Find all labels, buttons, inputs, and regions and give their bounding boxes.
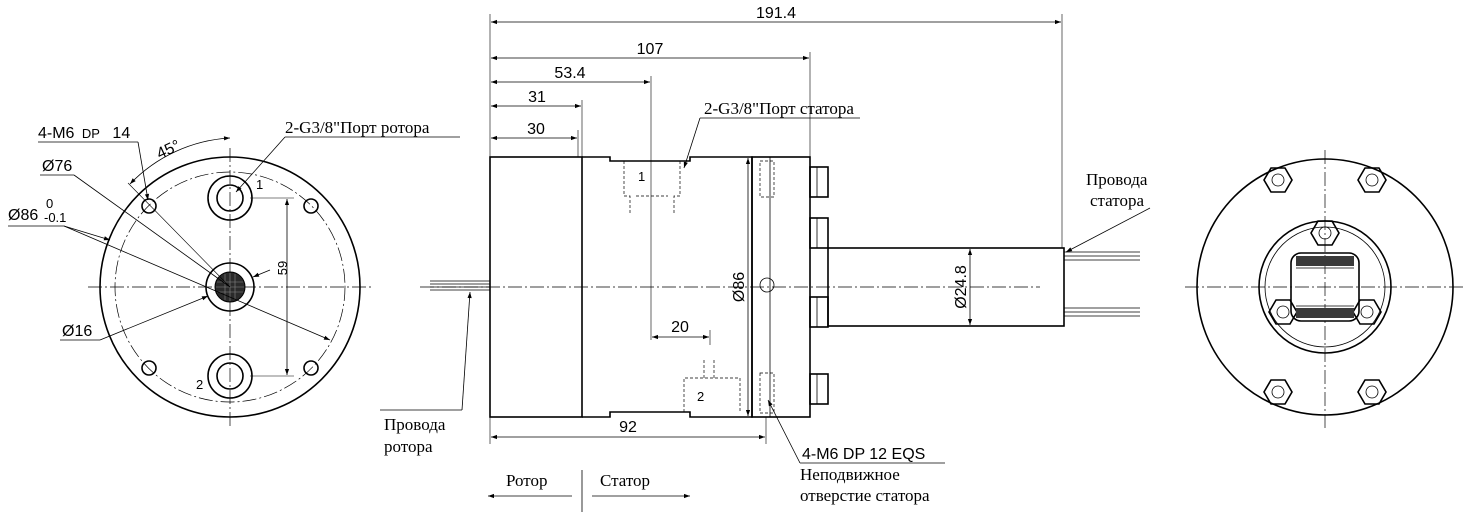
stator-hole-label-2: отверстие статора	[800, 486, 930, 505]
wire-strip-bottom	[1296, 308, 1354, 318]
stator-wires-label-2: статора	[1090, 191, 1144, 210]
bolt-hole	[141, 198, 157, 214]
rear-view	[1185, 150, 1465, 430]
rotor-port-1-inner	[216, 184, 244, 212]
dim-107: 107	[637, 41, 664, 58]
dim-59: 59	[275, 261, 290, 275]
stator-port-2	[683, 358, 741, 412]
dia-76: Ø76	[42, 158, 72, 175]
stator-port-label: 2-G3/8"Порт статора	[704, 99, 854, 118]
stator-port-2-number: 2	[697, 389, 704, 404]
rotor-wires	[430, 280, 490, 291]
bolt-hole	[303, 360, 319, 376]
stator-wires-label-1: Провода	[1086, 170, 1148, 189]
bolt-circle	[114, 171, 346, 403]
rear-flange-circle	[1196, 158, 1454, 416]
dia-16: Ø16	[62, 323, 92, 340]
dia-86: Ø86	[8, 207, 38, 224]
tapped-hole-bottom	[759, 372, 775, 414]
outer-flange-circle	[99, 156, 361, 418]
rear-bolts	[1263, 167, 1387, 405]
stator-label: Статор	[600, 471, 650, 490]
bolt-hole	[303, 198, 319, 214]
flange-bolt	[809, 217, 829, 249]
dim-31: 31	[528, 89, 546, 106]
rotor-wires-label-1: Провода	[384, 415, 446, 434]
side-view: 1 2 191.4 107 53.4 31 30	[380, 5, 1151, 512]
dia-shaft: Ø24.8	[953, 265, 970, 309]
dim-20: 20	[671, 319, 689, 336]
dim-30: 30	[527, 121, 545, 138]
rotor-wires-label-2: ротора	[384, 437, 433, 456]
dim-191-4: 191.4	[756, 5, 796, 22]
flange-bolt	[809, 166, 829, 198]
thread-spec: 4-M6 DP 14	[38, 125, 130, 142]
bolt-hole	[141, 360, 157, 376]
tapped-hole-top	[759, 160, 775, 198]
dia-86-tol-lower: -0.1	[44, 210, 66, 225]
port-2-number: 2	[196, 377, 203, 392]
rotor-label: Ротор	[506, 471, 548, 490]
front-view: 59 1 2 45° 4-M6 DP 14 Ø76 Ø86 0 -0.1 Ø16	[8, 118, 460, 428]
stator-hole-spec: 4-M6 DP 12 EQS	[802, 446, 925, 463]
dia-86-tol-upper: 0	[46, 196, 53, 211]
port-1-number: 1	[256, 177, 263, 192]
dia-body: Ø86	[731, 272, 748, 302]
rotor-port-2-inner	[216, 362, 244, 390]
stator-hole-label-1: Неподвижное	[800, 465, 900, 484]
rear-wire-opening	[1290, 252, 1360, 322]
angle-arc	[129, 136, 231, 185]
flange-bolt	[809, 296, 829, 328]
stator-port-1	[623, 161, 681, 214]
shaft	[827, 247, 1065, 327]
dim-53-4: 53.4	[554, 65, 585, 82]
flange-bolt	[809, 373, 829, 405]
stator-flange	[751, 156, 811, 418]
stator-wires	[1064, 251, 1140, 317]
angle-45: 45°	[154, 137, 183, 163]
rotor-port-label: 2-G3/8"Порт ротора	[285, 118, 430, 137]
dim-92: 92	[619, 419, 637, 436]
flange-pin	[759, 277, 775, 293]
wire-strip-top	[1296, 256, 1354, 266]
stator-port-1-number: 1	[638, 169, 645, 184]
